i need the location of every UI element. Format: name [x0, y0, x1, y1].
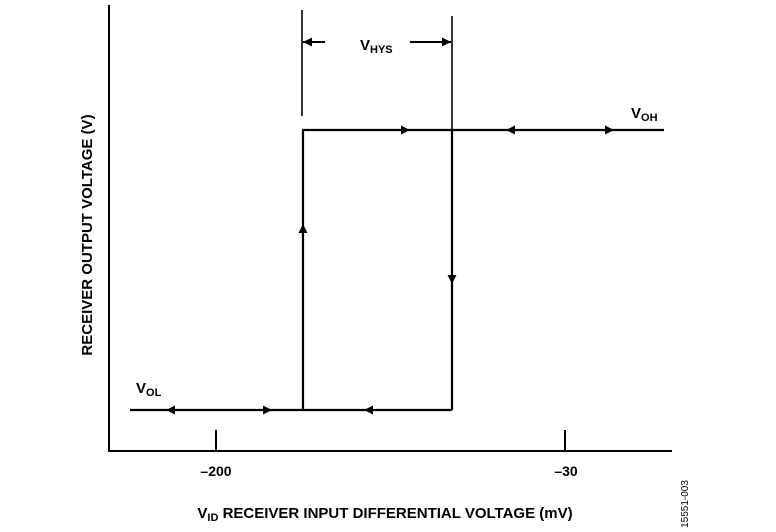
x-axis-label: VID RECEIVER INPUT DIFFERENTIAL VOLTAGE … [197, 505, 572, 524]
figure-id: 15551-003 [680, 480, 691, 528]
hysteresis-label: VHYS [360, 37, 393, 56]
x-tick-label-minus-30: –30 [554, 463, 578, 479]
x-tick-label-minus-200: –200 [200, 463, 231, 479]
vol-label: VOL [136, 380, 162, 399]
voh-label: VOH [631, 105, 658, 124]
y-axis-label: RECEIVER OUTPUT VOLTAGE (V) [79, 114, 96, 355]
